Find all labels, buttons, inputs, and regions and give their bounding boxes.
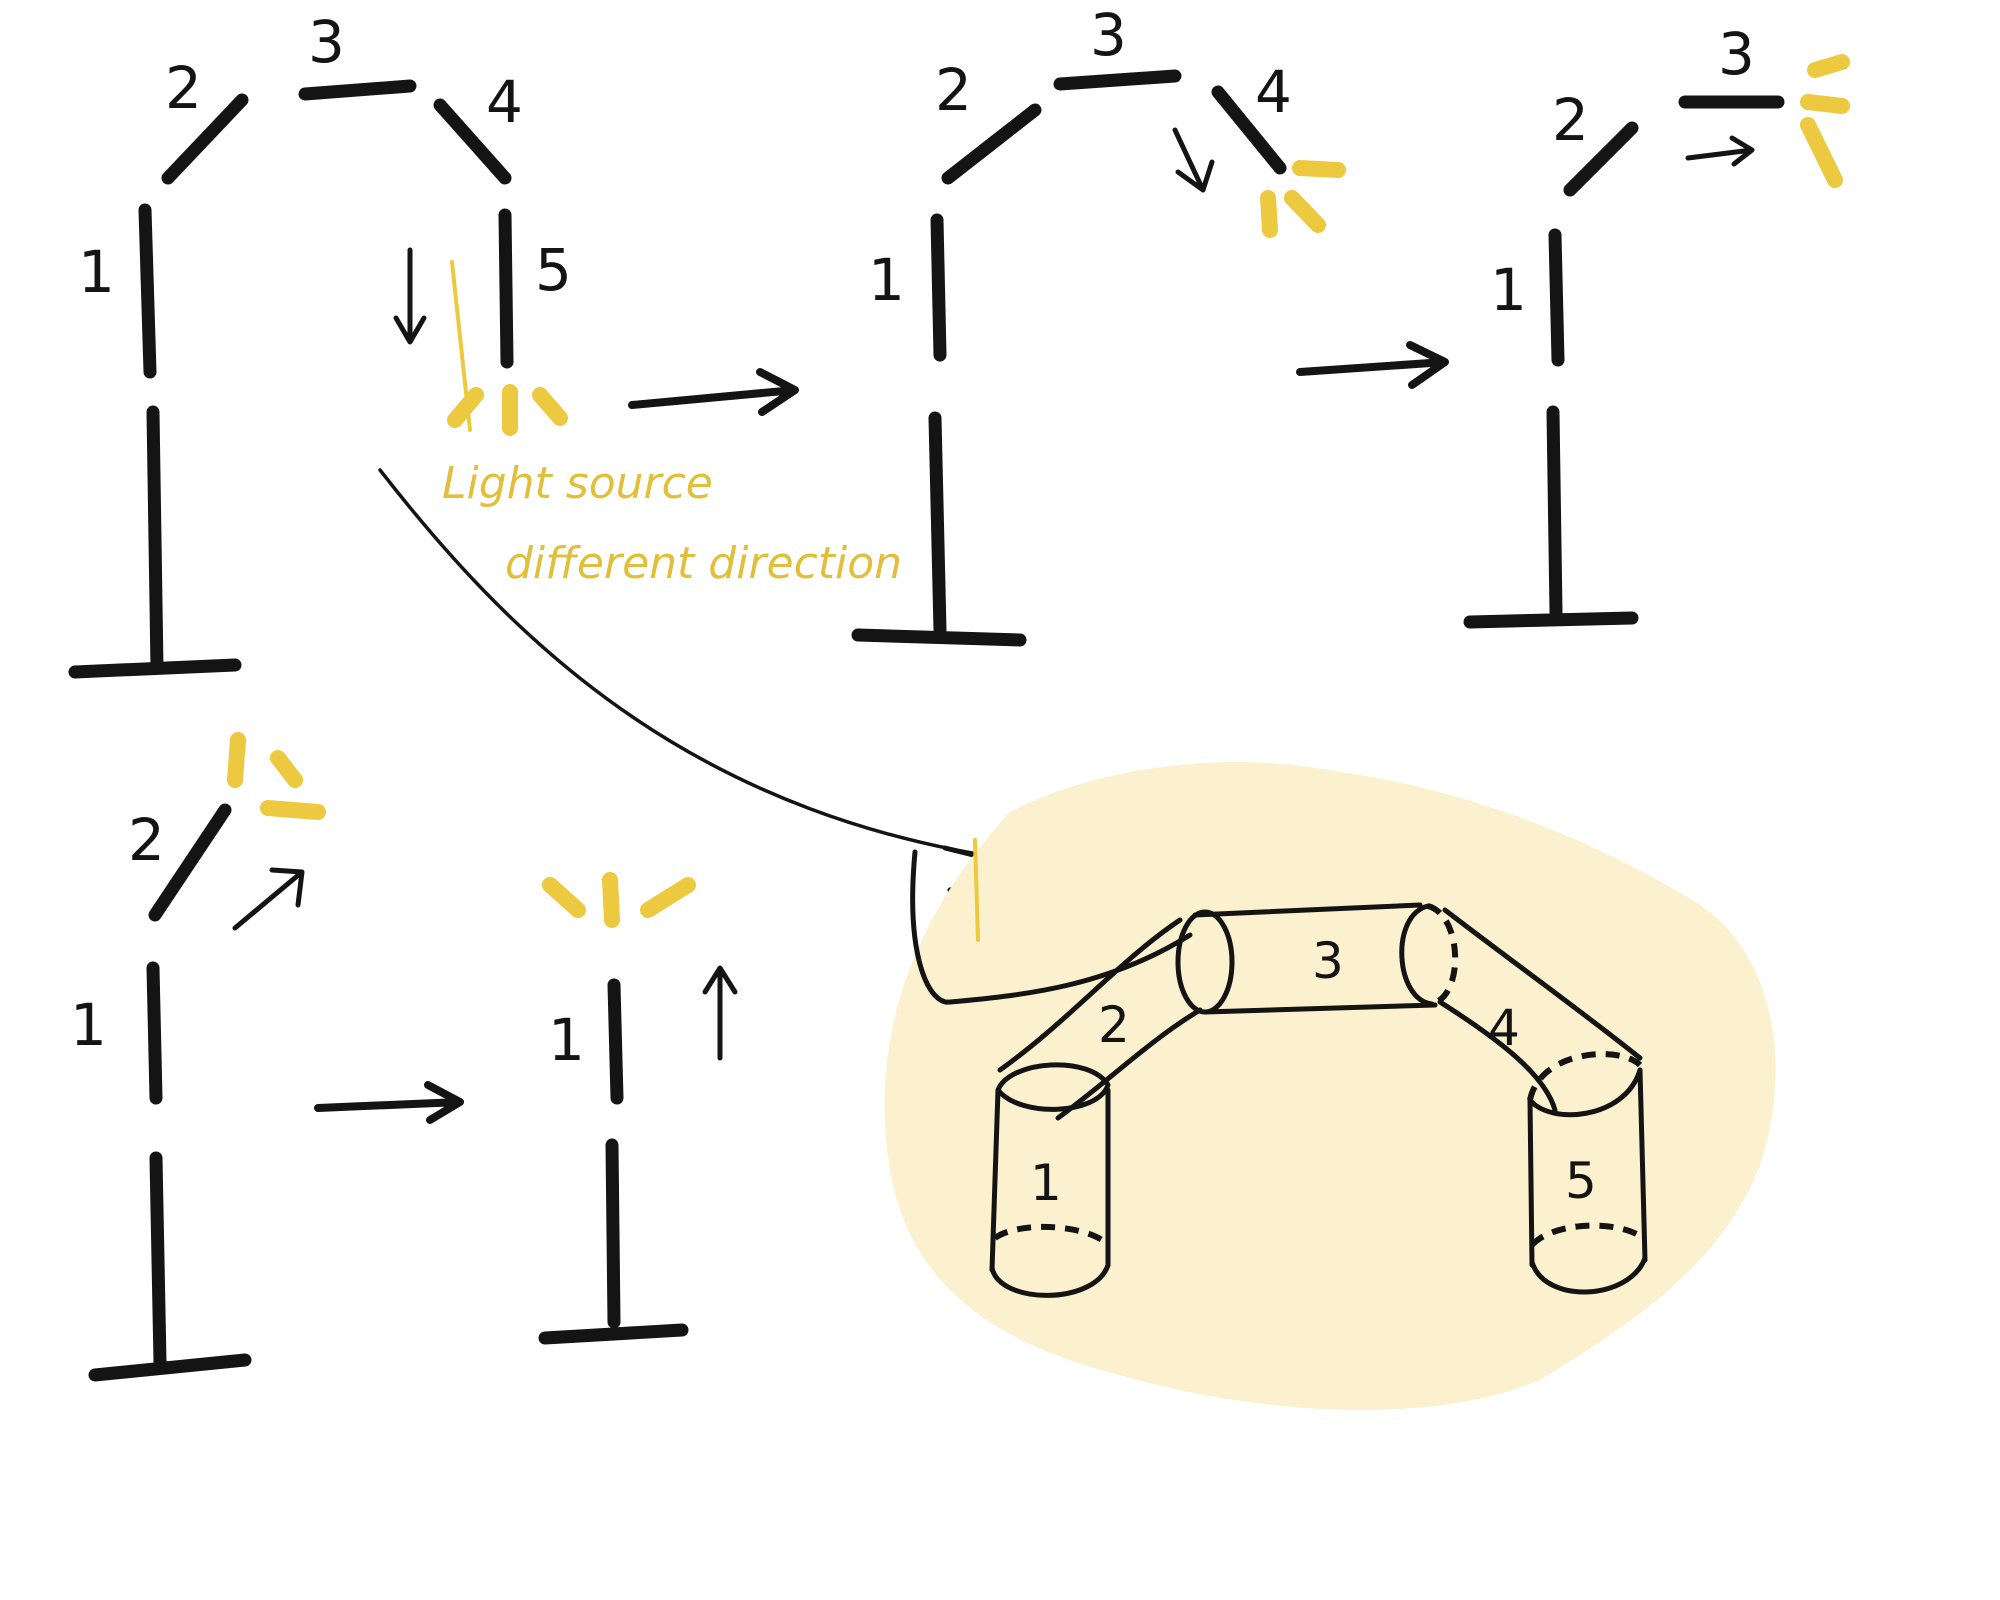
stage-1-full-arch: 1 2 3 4 5 Light source different directi… bbox=[68, 8, 902, 679]
label-segment-2: 2 bbox=[935, 56, 972, 124]
segment-1-top bbox=[995, 1062, 1111, 1112]
segment-1-bar bbox=[138, 203, 157, 379]
light-burst-icon bbox=[1260, 160, 1346, 238]
label-segment-2: 2 bbox=[165, 54, 202, 122]
label-segment-3: 3 bbox=[1312, 932, 1344, 990]
label-segment-1: 1 bbox=[78, 238, 115, 306]
base-foot bbox=[1463, 611, 1639, 629]
segment-2-bar bbox=[161, 93, 249, 185]
segment-4-tube bbox=[1437, 907, 1643, 1113]
label-segment-2: 2 bbox=[1098, 996, 1130, 1054]
stage-3-arch: 1 2 3 bbox=[1463, 20, 1850, 629]
light-burst-icon bbox=[227, 732, 326, 820]
base-foot bbox=[851, 628, 1027, 647]
segment-2-bar bbox=[148, 803, 232, 922]
segment-1-joint-dash bbox=[993, 1223, 1111, 1248]
diagonal-arrow bbox=[232, 867, 305, 931]
segment-3-tube bbox=[1192, 902, 1438, 1015]
light-burst-icon bbox=[447, 384, 568, 436]
label-segment-5: 5 bbox=[535, 236, 572, 304]
segment-4-bar bbox=[1211, 85, 1287, 175]
label-segment-3: 3 bbox=[1718, 20, 1755, 88]
segment-1-bar bbox=[607, 978, 624, 1105]
segment-3-bar bbox=[298, 79, 417, 101]
label-segment-3: 3 bbox=[308, 8, 345, 76]
label-segment-2: 2 bbox=[128, 806, 165, 874]
segment-3-end-right-back bbox=[1426, 903, 1459, 1007]
segment-5-joint-dash bbox=[1529, 1222, 1648, 1248]
arrow-right-icon bbox=[314, 1081, 464, 1124]
stage-5-pole: 1 bbox=[538, 872, 738, 1345]
stage-4-arch: 1 2 bbox=[70, 732, 326, 1382]
segment-2-bar bbox=[1563, 121, 1639, 197]
curved-pointer-arrow bbox=[378, 468, 1032, 864]
segment-1-tube bbox=[989, 1087, 1111, 1273]
tick-mark bbox=[973, 838, 980, 942]
light-burst-icon bbox=[1800, 54, 1850, 188]
right-arrow bbox=[1685, 135, 1755, 167]
segment-5-bottom bbox=[1529, 1255, 1648, 1295]
segment-5-tube bbox=[1527, 1067, 1648, 1268]
segment-3-bar bbox=[1053, 69, 1182, 91]
label-segment-1: 1 bbox=[548, 1006, 585, 1074]
segment-1-bar bbox=[930, 213, 947, 362]
arrow-right-icon bbox=[1296, 341, 1449, 389]
base-foot bbox=[538, 1323, 689, 1345]
final-3d-arch: 1 2 3 4 5 bbox=[884, 762, 1776, 1411]
base-foot bbox=[88, 1353, 252, 1382]
segment-2-bar bbox=[941, 103, 1042, 185]
label-segment-4: 4 bbox=[1488, 999, 1520, 1057]
segment-3-end-right-front bbox=[1399, 903, 1435, 1007]
label-segment-1: 1 bbox=[1030, 1154, 1062, 1212]
segment-1-bar bbox=[1548, 228, 1565, 367]
arrow-right-icon bbox=[628, 368, 799, 416]
segment-5-top-front bbox=[1527, 1067, 1643, 1118]
stage-2-arch: 1 2 3 4 bbox=[851, 1, 1346, 647]
segment-3-end-left bbox=[1175, 909, 1235, 1015]
segment-5-top bbox=[1527, 1051, 1643, 1101]
label-segment-1: 1 bbox=[70, 991, 107, 1059]
label-segment-1: 1 bbox=[868, 246, 905, 314]
label-segment-4: 4 bbox=[1255, 58, 1292, 126]
pole-lower bbox=[1546, 405, 1563, 619]
annotation-line-1: Light source bbox=[442, 458, 713, 509]
segment-1-bar bbox=[146, 961, 163, 1105]
annotation-line-2: different direction bbox=[505, 538, 902, 589]
pole-lower bbox=[146, 405, 164, 675]
label-segment-2: 2 bbox=[1552, 86, 1589, 154]
label-segment-1: 1 bbox=[1490, 256, 1527, 324]
up-arrow bbox=[702, 965, 738, 1061]
label-segment-3: 3 bbox=[1090, 1, 1127, 69]
pole-lower bbox=[605, 1138, 621, 1329]
segment-5-bar bbox=[498, 208, 514, 369]
pole-lower bbox=[149, 1151, 167, 1369]
light-burst-icon bbox=[542, 872, 696, 928]
diagonal-arrow bbox=[1172, 127, 1215, 193]
segment-1-bottom bbox=[989, 1262, 1111, 1298]
label-segment-4: 4 bbox=[486, 68, 523, 136]
down-arrow bbox=[393, 247, 427, 345]
segment-4-bar bbox=[433, 98, 512, 185]
pole-lower bbox=[928, 411, 947, 637]
label-segment-5: 5 bbox=[1565, 1152, 1597, 1210]
